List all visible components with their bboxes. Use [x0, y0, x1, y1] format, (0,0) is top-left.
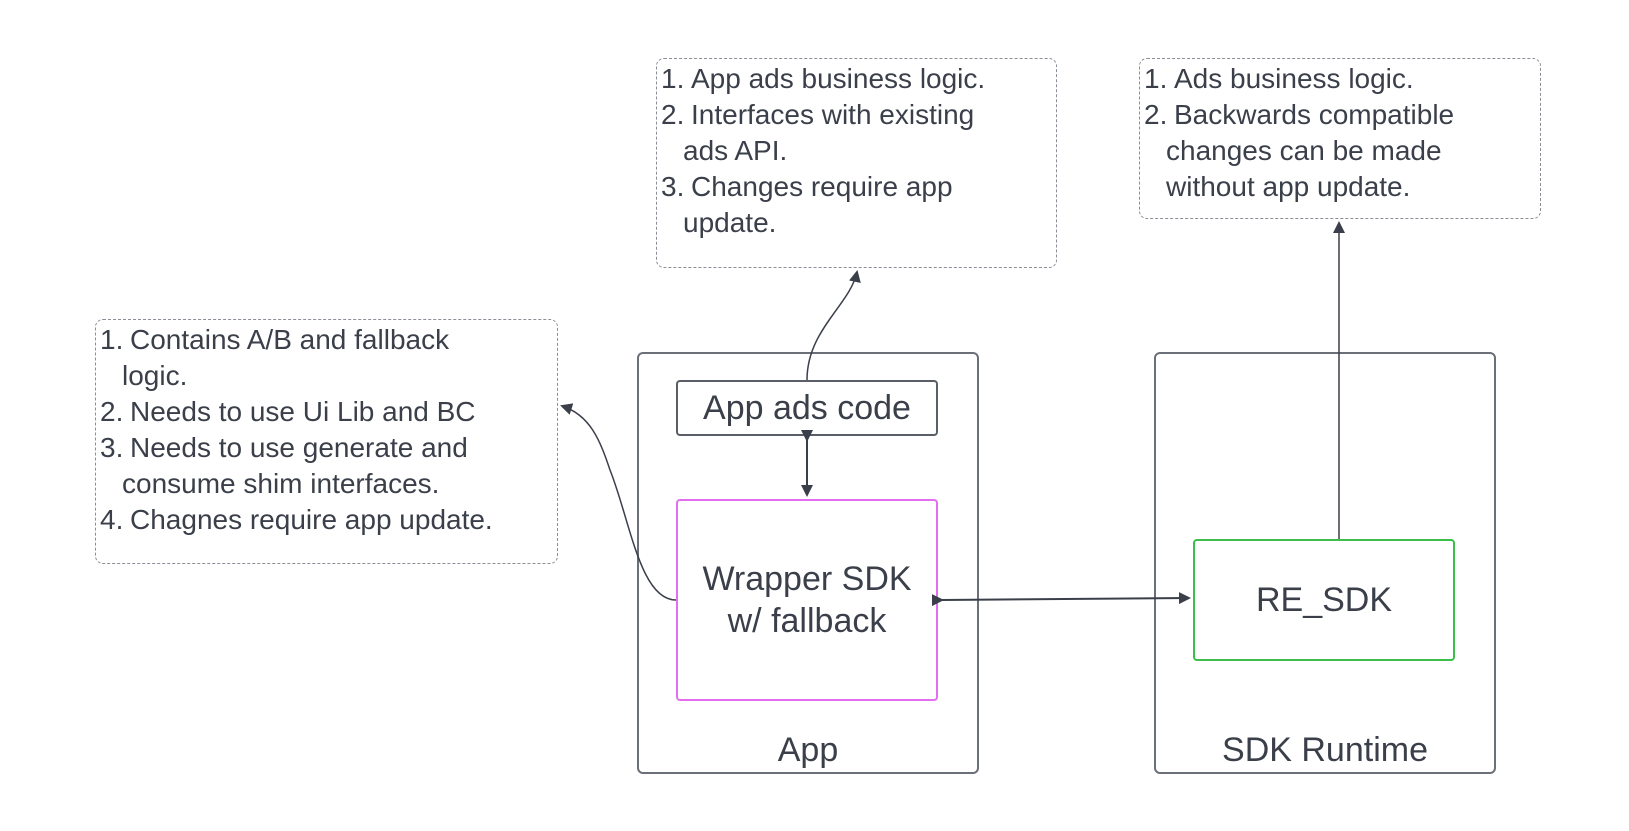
- app-container-label: App: [777, 731, 839, 769]
- wrapper-re-sdk-connector: [931, 592, 1191, 607]
- note-list-item: 1. App ads business logic.: [661, 63, 986, 94]
- note-list-item: 2. Needs to use Ui Lib and BC: [100, 396, 476, 427]
- sdk-runtime-container-label: SDK Runtime: [1222, 731, 1428, 769]
- app-ads-note: 1. App ads business logic. 2. Interfaces…: [656, 58, 1057, 268]
- re-sdk-label: RE_SDK: [1255, 581, 1393, 619]
- re-sdk-note-list: 1. Ads business logic. 2. Backwards comp…: [1144, 61, 1534, 205]
- re-sdk-box[interactable]: RE_SDK: [1193, 539, 1455, 661]
- app-ads-code-label: App ads code: [703, 389, 911, 427]
- note-list-item: 4. Chagnes require app update.: [100, 504, 493, 535]
- wrapper-sdk-box[interactable]: Wrapper SDK w/ fallback: [676, 499, 938, 701]
- re-sdk-note: 1. Ads business logic. 2. Backwards comp…: [1139, 58, 1541, 219]
- note-list-item: 1. Ads business logic.: [1144, 63, 1414, 94]
- wrapper-sdk-label: Wrapper SDK w/ fallback: [702, 560, 912, 640]
- app-ads-code-box[interactable]: App ads code: [676, 380, 938, 436]
- app-ads-note-list: 1. App ads business logic. 2. Interfaces…: [661, 61, 1050, 241]
